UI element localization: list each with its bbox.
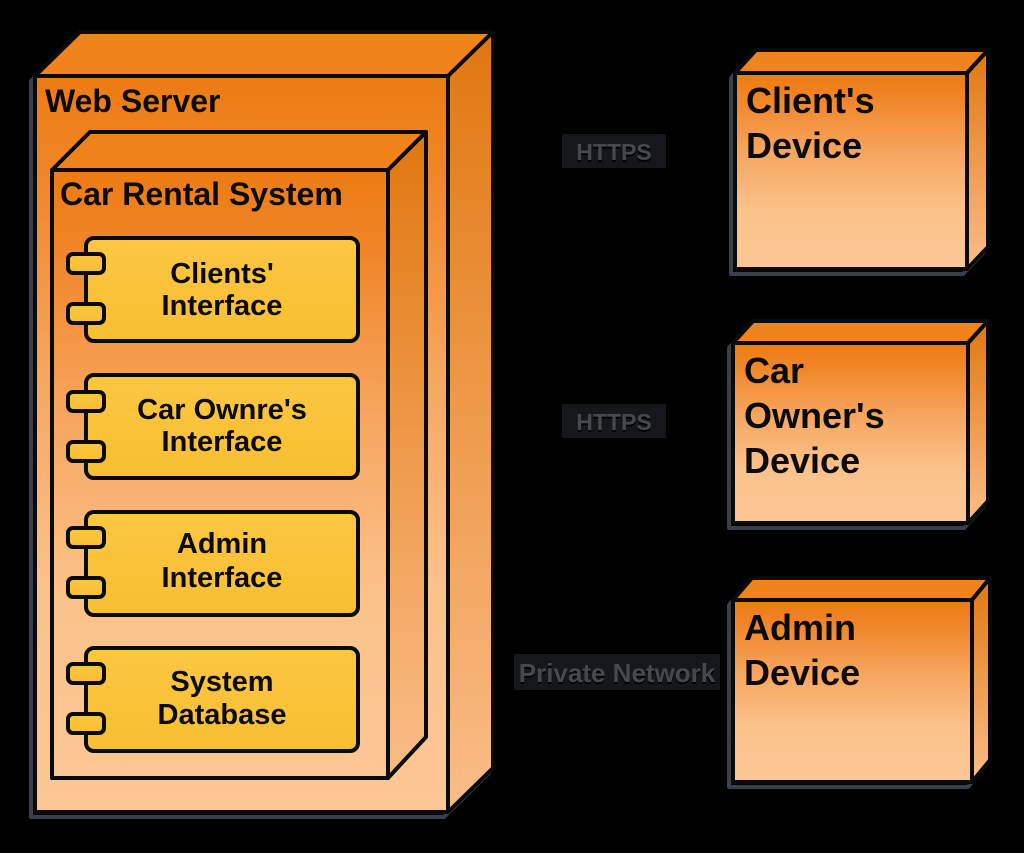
component-body xyxy=(84,646,360,753)
component-label-line2: Interface xyxy=(162,290,283,322)
web-server-top-face xyxy=(33,30,495,78)
connection-label-bg xyxy=(514,654,720,690)
connection-label: HTTPS xyxy=(576,409,651,435)
car-rental-system-top-face xyxy=(50,130,428,172)
device-label-line3: Device xyxy=(744,440,860,481)
component-label-line1: Clients' xyxy=(170,258,274,290)
component-body xyxy=(84,236,360,343)
connection-https-client: HTTPS xyxy=(562,134,666,168)
car-owners-device-node: Car Owner's Device xyxy=(727,319,990,530)
component-port-icon xyxy=(66,440,106,463)
device-side-face xyxy=(965,48,990,271)
device-label-line1: Client's xyxy=(746,80,875,121)
device-label-line1: Car xyxy=(744,350,804,391)
component-label-line1: System xyxy=(170,666,273,698)
clients-device-node: Client's Device xyxy=(729,48,990,276)
component-label-line2: Database xyxy=(158,699,287,731)
device-front-face xyxy=(731,341,970,525)
component-port-icon xyxy=(66,302,106,325)
component-clients-interface: Clients' Interface xyxy=(66,236,360,343)
component-port-icon xyxy=(66,252,106,275)
component-body xyxy=(84,373,360,480)
device-front-face xyxy=(733,71,969,271)
device-label-line1: Admin xyxy=(744,607,856,648)
device-top-face xyxy=(731,319,990,345)
component-label-line1: Admin xyxy=(177,528,267,560)
device-side-face xyxy=(966,319,990,525)
component-body xyxy=(84,510,360,617)
admin-device-node: Admin Device xyxy=(727,576,992,789)
component-port-icon xyxy=(66,662,106,685)
connection-label: Private Network xyxy=(519,658,716,688)
component-port-icon xyxy=(66,712,106,735)
device-top-face xyxy=(733,48,990,75)
web-server-label: Web Server xyxy=(45,83,221,119)
connection-label-bg xyxy=(562,404,666,438)
component-admin-interface: Admin Interface xyxy=(66,510,360,617)
component-car-owners-interface: Car Ownre's Interface xyxy=(66,373,360,480)
connection-label-bg xyxy=(562,134,666,168)
component-system-database: System Database xyxy=(66,646,360,753)
component-port-icon xyxy=(66,576,106,599)
component-label-line2: Interface xyxy=(162,426,283,458)
device-front-face xyxy=(731,598,974,784)
connection-label: HTTPS xyxy=(576,139,651,165)
car-rental-system-label: Car Rental System xyxy=(60,176,343,212)
component-port-icon xyxy=(66,390,106,413)
device-top-face xyxy=(731,576,992,602)
web-server-side-face xyxy=(446,30,495,814)
component-label-line2: Interface xyxy=(162,562,283,594)
device-side-face xyxy=(970,576,992,784)
connection-private-network: Private Network xyxy=(514,654,720,690)
device-label-line2: Device xyxy=(746,125,862,166)
device-label-line2: Owner's xyxy=(744,395,885,436)
car-rental-system-side-face xyxy=(386,130,428,780)
connection-https-owner: HTTPS xyxy=(562,404,666,438)
component-port-icon xyxy=(66,526,106,549)
device-label-line2: Device xyxy=(744,652,860,693)
component-label-line1: Car Ownre's xyxy=(137,394,307,426)
